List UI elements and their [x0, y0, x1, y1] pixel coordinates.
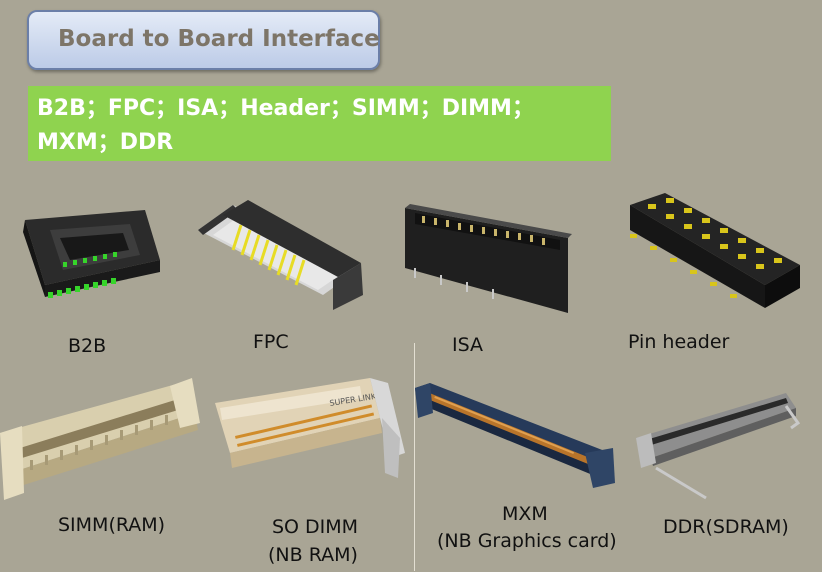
ddr-label: DDR(SDRAM) [663, 516, 789, 538]
pin-header-image [630, 193, 800, 308]
b2b-connector-image [23, 210, 160, 298]
connector-types-list: B2B；FPC；ISA；Header；SIMM；DIMM；MXM；DDR [37, 96, 534, 155]
mxm-label-line1: MXM [502, 503, 548, 525]
fpc-label: FPC [253, 331, 289, 353]
fpc-connector-image [198, 200, 363, 310]
title-banner: Board to Board Interface [27, 10, 380, 70]
so-dimm-label-line2: (NB RAM) [268, 544, 358, 566]
b2b-label: B2B [68, 335, 107, 357]
so-dimm-connector-image: SUPER LINK [215, 378, 405, 478]
page-title: Board to Board Interface [58, 26, 380, 52]
ddr-connector-image [636, 393, 801, 500]
divider-line [414, 343, 415, 571]
connector-types-banner: B2B；FPC；ISA；Header；SIMM；DIMM；MXM；DDR [28, 86, 611, 161]
simm-label: SIMM(RAM) [58, 514, 166, 536]
so-dimm-label-line1: SO DIMM [272, 516, 359, 538]
pin-header-label: Pin header [628, 331, 730, 353]
isa-label: ISA [452, 334, 484, 356]
mxm-connector-image [415, 383, 615, 488]
simm-connector-image [0, 378, 200, 500]
mxm-label-line2: (NB Graphics card) [437, 530, 617, 552]
isa-connector-image [405, 204, 572, 313]
